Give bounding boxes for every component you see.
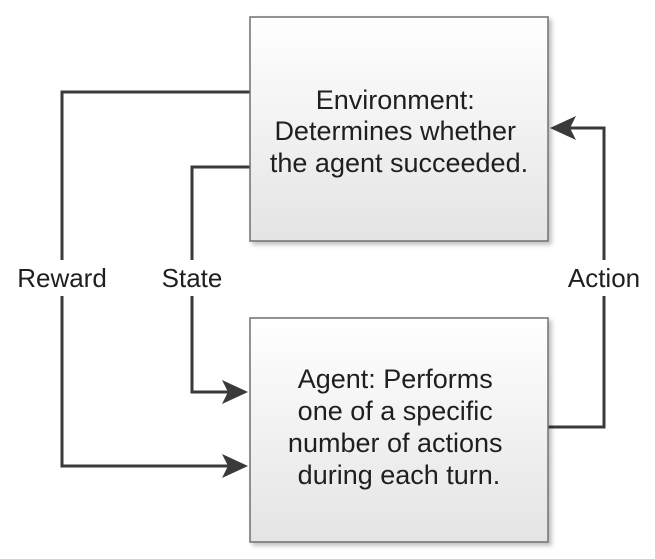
action-label-bg bbox=[560, 260, 648, 296]
environment-line-2: Determines whether bbox=[274, 116, 516, 146]
state-label-bg bbox=[152, 260, 232, 296]
environment-line-3: the agent succeeded. bbox=[270, 148, 528, 178]
action-arrowhead bbox=[550, 116, 576, 140]
agent-line-2: one of a specific bbox=[298, 396, 493, 426]
environment-text: Environment: Determines whether the agen… bbox=[270, 85, 528, 178]
action-label: Action bbox=[568, 263, 640, 293]
reward-arrowhead bbox=[222, 454, 248, 478]
state-label: State bbox=[162, 263, 223, 293]
environment-box bbox=[249, 16, 549, 242]
reward-label-bg bbox=[8, 260, 116, 296]
state-arrowhead bbox=[222, 380, 248, 404]
agent-box bbox=[249, 317, 549, 543]
agent-text: Agent: Performs one of a specific number… bbox=[288, 364, 510, 490]
agent-line-3: number of actions bbox=[288, 428, 503, 458]
agent-line-1: Agent: Performs bbox=[298, 364, 493, 394]
environment-node: Environment: Determines whether the agen… bbox=[249, 16, 549, 242]
agent-node: Agent: Performs one of a specific number… bbox=[249, 317, 549, 543]
environment-line-1: Environment: bbox=[316, 85, 475, 115]
agent-line-4: during each turn. bbox=[298, 460, 501, 490]
reward-label: Reward bbox=[17, 263, 107, 293]
